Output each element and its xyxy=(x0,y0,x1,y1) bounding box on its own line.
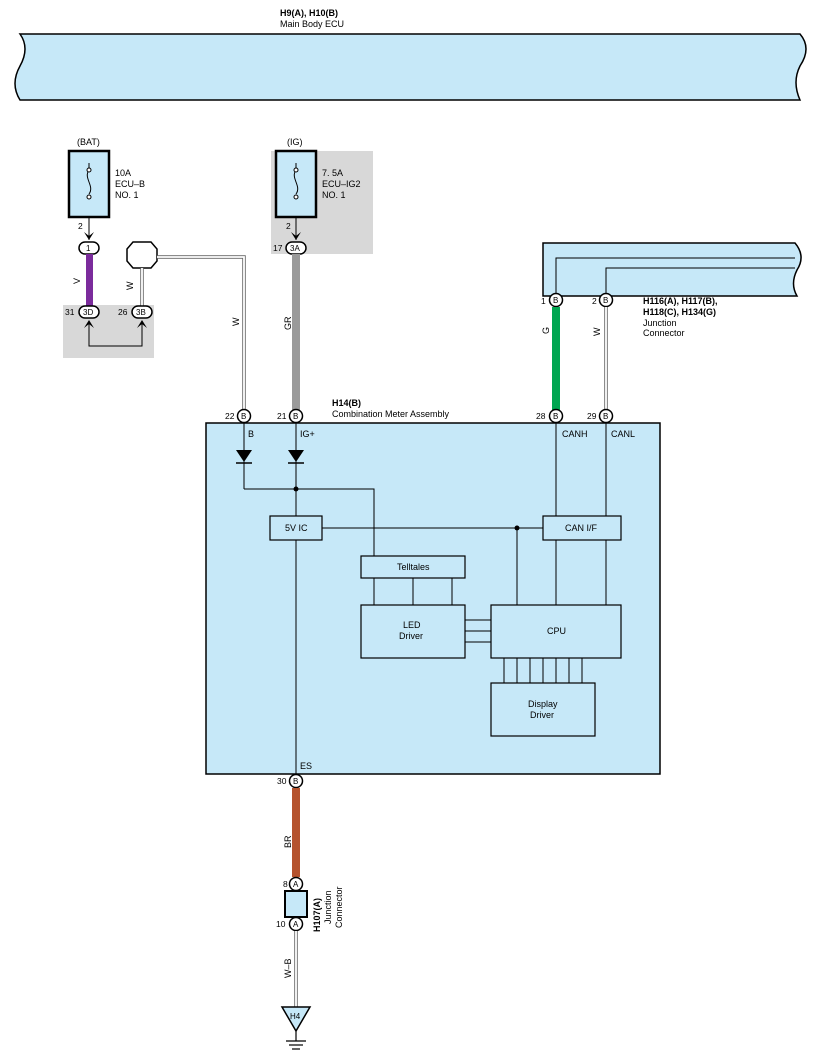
svg-text:1: 1 xyxy=(86,244,91,253)
wire-label-w1: W xyxy=(125,281,135,290)
wire-label-wb: W–B xyxy=(283,958,293,978)
term-b: B xyxy=(248,429,254,439)
svg-text:B: B xyxy=(553,296,558,305)
svg-text:3B: 3B xyxy=(136,308,146,317)
svg-text:CPU: CPU xyxy=(547,626,566,636)
fuse-bat-name: ECU–B xyxy=(115,179,145,189)
junction-code: H116(A), H117(B), xyxy=(643,296,718,306)
svg-text:8: 8 xyxy=(283,879,288,889)
fuse-ig-pin: 2 xyxy=(286,221,291,231)
jc-b-2: B xyxy=(598,292,614,308)
junction-connector: 1 2 H116(A), H117(B), H118(C), H134(G) J… xyxy=(541,242,802,338)
ground-icon: H4 xyxy=(280,1006,312,1050)
svg-text:21: 21 xyxy=(277,411,287,421)
splice-octagon xyxy=(126,241,158,269)
svg-text:Display: Display xyxy=(528,699,558,709)
wire-label-w2: W xyxy=(231,317,241,326)
wire-label-g: G xyxy=(541,327,551,334)
junction-l2: Connector xyxy=(643,328,685,338)
term-canh: CANH xyxy=(562,429,588,439)
block-led-driver xyxy=(360,604,466,659)
wire-label-br: BR xyxy=(283,835,293,848)
fuse-ig-rating: 7. 5A xyxy=(322,168,343,178)
meter-pin-22: B 22 xyxy=(225,408,252,424)
wire-label-gr: GR xyxy=(283,316,293,330)
fuse-bat-num: NO. 1 xyxy=(115,190,139,200)
connector-1: 1 xyxy=(78,241,100,255)
junction-h107: A 8 A 10 H107(A) Junction Connector xyxy=(276,876,344,932)
svg-text:LED: LED xyxy=(403,620,421,630)
junction-code2: H118(C), H134(G) xyxy=(643,307,716,317)
wire-label-w3: W xyxy=(592,327,602,336)
wire-brown xyxy=(292,788,300,877)
svg-text:30: 30 xyxy=(277,776,287,786)
pin-26: 26 xyxy=(118,307,128,317)
fuse-ig: (IG) 7. 5A ECU–IG2 NO. 1 2 xyxy=(271,137,373,254)
term-es: ES xyxy=(300,761,312,771)
diode-ig-icon xyxy=(288,450,304,462)
block-display-driver xyxy=(490,682,596,737)
meter-pin-28: B 28 xyxy=(536,408,564,424)
svg-text:B: B xyxy=(293,412,298,421)
svg-text:A: A xyxy=(293,880,299,889)
main-body-ecu: H9(A), H10(B) Main Body ECU xyxy=(14,8,807,101)
svg-text:29: 29 xyxy=(587,411,597,421)
jcon-code: H107(A) xyxy=(312,898,322,932)
fuse-bat-pin: 2 xyxy=(78,221,83,231)
ground-label: H4 xyxy=(290,1012,301,1021)
svg-text:B: B xyxy=(603,412,608,421)
svg-text:A: A xyxy=(293,920,299,929)
connector-3a: 3A 17 xyxy=(273,241,307,255)
svg-text:28: 28 xyxy=(536,411,546,421)
svg-text:B: B xyxy=(241,412,246,421)
svg-text:Driver: Driver xyxy=(399,631,423,641)
svg-text:3D: 3D xyxy=(83,308,93,317)
block-cpu xyxy=(490,604,622,659)
connector-3d: 3D 31 xyxy=(65,305,100,328)
fuse-bat-rating: 10A xyxy=(115,168,131,178)
ecu-code: H9(A), H10(B) xyxy=(280,8,338,18)
svg-text:Telltales: Telltales xyxy=(397,562,430,572)
svg-text:10: 10 xyxy=(276,919,286,929)
wire-gray xyxy=(292,254,300,412)
svg-text:CAN I/F: CAN I/F xyxy=(565,523,598,533)
wire-label-v: V xyxy=(72,278,82,284)
combination-meter: H14(B) Combination Meter Assembly B 22 B… xyxy=(205,398,661,775)
meter-pin-30: B 30 xyxy=(277,773,304,789)
pin-31: 31 xyxy=(65,307,75,317)
meter-name: Combination Meter Assembly xyxy=(332,409,450,419)
meter-pin-21: B 21 xyxy=(277,408,304,424)
svg-text:B: B xyxy=(293,777,298,786)
ecu-name: Main Body ECU xyxy=(280,19,344,29)
svg-text:5V IC: 5V IC xyxy=(285,523,308,533)
svg-text:22: 22 xyxy=(225,411,235,421)
junction-l1: Junction xyxy=(643,318,677,328)
fuse-bat-supply: (BAT) xyxy=(77,137,100,147)
jc-pin-1: 1 xyxy=(541,296,546,306)
svg-text:3A: 3A xyxy=(290,244,300,253)
fuse-ig-supply: (IG) xyxy=(287,137,303,147)
jc-b-1: B xyxy=(548,292,564,308)
diode-b-icon xyxy=(236,450,252,462)
fuse-ig-num: NO. 1 xyxy=(322,190,346,200)
svg-text:B: B xyxy=(553,412,558,421)
svg-text:Driver: Driver xyxy=(530,710,554,720)
block-can-if xyxy=(542,515,622,541)
meter-pin-29: B 29 xyxy=(587,408,614,424)
jcon-l1: Junction xyxy=(323,890,333,924)
fuse-ig-name: ECU–IG2 xyxy=(322,179,361,189)
svg-text:B: B xyxy=(603,296,608,305)
term-canl: CANL xyxy=(611,429,635,439)
jcon-l2: Connector xyxy=(334,886,344,928)
fuse-bat: (BAT) 10A ECU–B NO. 1 2 xyxy=(67,137,145,240)
term-ig: IG+ xyxy=(300,429,315,439)
pin-17: 17 xyxy=(273,243,283,253)
wire-violet xyxy=(86,254,93,306)
wire-green xyxy=(552,307,560,410)
jc-pin-2: 2 xyxy=(592,296,597,306)
meter-code: H14(B) xyxy=(332,398,361,408)
